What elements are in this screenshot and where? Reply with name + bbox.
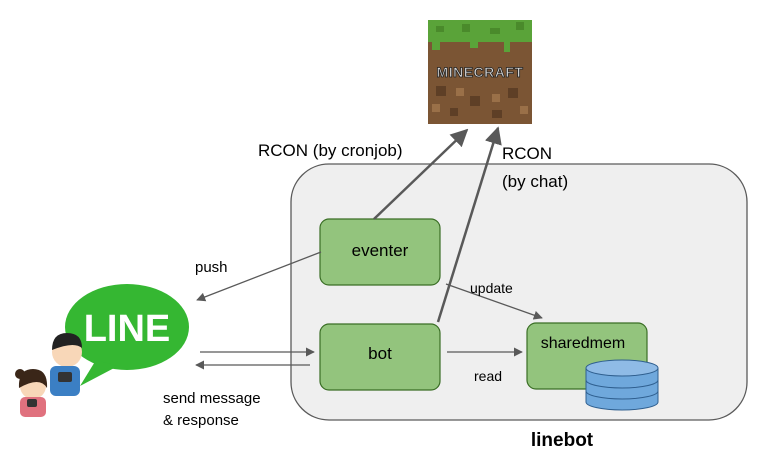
container-label: linebot (531, 430, 594, 451)
minecraft-logo: MINECRAFT (428, 20, 532, 124)
push-arrow (196, 251, 322, 302)
update-label: update (470, 280, 513, 296)
users-illustration (15, 333, 82, 417)
rcon-chat-label-2: (by chat) (502, 172, 568, 191)
database-icon (585, 359, 659, 411)
sharedmem-label: sharedmem (541, 335, 625, 352)
send-label-2: & response (163, 412, 239, 429)
rcon-chat-arrow (436, 126, 502, 323)
read-label: read (474, 368, 502, 384)
minecraft-logo-text: MINECRAFT (437, 64, 524, 80)
push-label: push (195, 259, 228, 276)
rcon-cron-label: RCON (by cronjob) (258, 141, 403, 160)
bot-label: bot (368, 344, 392, 363)
bot-node (319, 323, 441, 391)
update-arrow (445, 283, 543, 320)
line-logo: LINE (65, 284, 189, 386)
send-label-1: send message (163, 390, 261, 407)
rcon-cron-arrow (373, 128, 469, 220)
eventer-label: eventer (352, 241, 409, 260)
line-logo-text: LINE (84, 308, 171, 350)
rcon-chat-label-1: RCON (502, 144, 552, 163)
